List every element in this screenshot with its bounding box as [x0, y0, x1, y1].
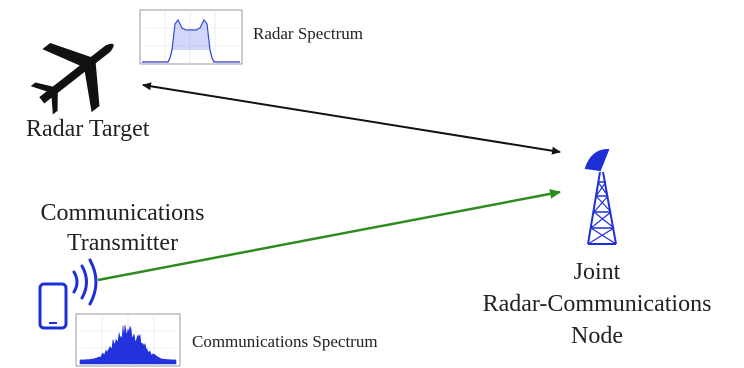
joint-node-label-line1: Joint	[573, 259, 621, 285]
wireless-signal-icon	[72, 258, 98, 306]
airplane-icon	[30, 42, 114, 115]
radar-target-label: Radar Target	[26, 116, 150, 142]
joint-node-label-line2: Radar-Communications	[482, 291, 712, 317]
comm-spectrum-label: Communications Spectrum	[192, 332, 378, 351]
comm-spectrum-plot	[75, 313, 181, 367]
comm-transmitter-label-line2: Transmitter	[66, 230, 179, 256]
comm-transmitter-label-line1: Communications	[40, 200, 205, 226]
radar-spectrum-plot	[139, 9, 243, 65]
radar-spectrum-label: Radar Spectrum	[253, 24, 363, 43]
radar-link-arrow	[142, 82, 561, 155]
joint-node-label: Joint Radar-Communications Node	[455, 256, 739, 352]
smartphone-icon	[38, 282, 68, 330]
radar-dish-tower-icon	[584, 148, 617, 245]
comm-link-arrow	[97, 188, 561, 282]
comm-transmitter-label: Communications Transmitter	[0, 198, 245, 258]
joint-node-label-line3: Node	[571, 323, 623, 349]
